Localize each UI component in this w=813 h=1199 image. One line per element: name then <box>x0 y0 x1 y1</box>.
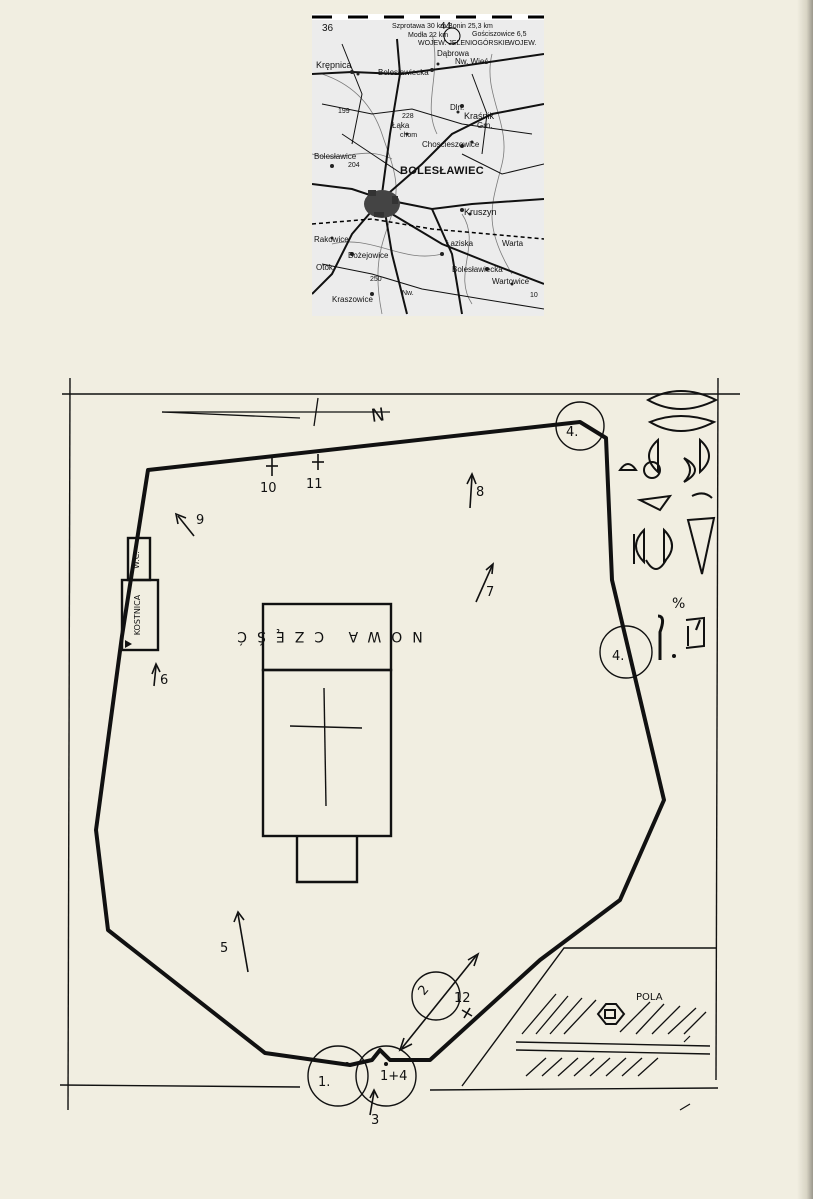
map-place-krasnik: Kraśnik <box>464 111 495 121</box>
page-edge-shadow <box>797 0 813 1199</box>
map-place-laka: Łąka <box>392 121 410 130</box>
label-10: 10 <box>260 481 277 496</box>
map-sheet-right: 44 <box>440 21 452 32</box>
grave-symbols <box>618 390 719 649</box>
map-place-grn: Grn. <box>477 121 493 130</box>
grave-symbol-post <box>657 614 665 660</box>
map-place-warta: Warta <box>502 239 524 248</box>
north-letter: N <box>370 404 386 427</box>
cemetery-site-plan: N NOWA CZĘŚĆ W.C. KOSTNICA <box>0 370 813 1160</box>
site-plan-drawing: N NOWA CZĘŚĆ W.C. KOSTNICA <box>59 377 740 1128</box>
circle-arrow-2 <box>411 971 461 1021</box>
map-elevation-250: 250 <box>370 276 382 283</box>
map-header-distances: Szprotawa 30 km Bonin 25,3 km <box>392 23 493 30</box>
grave-symbol-percent: % <box>672 596 685 612</box>
topographic-map-clipping: 36 Szprotawa 30 km Bonin 25,3 km 44 Modł… <box>312 14 544 316</box>
church-outline <box>261 602 393 884</box>
map-grid-10: 10 <box>530 292 538 299</box>
kostnica-label: KOSTNICA <box>133 594 142 635</box>
photo-view-arrows <box>151 472 494 1116</box>
map-place-choscieszowice: Choscieszowice <box>422 140 480 149</box>
frame-left-line <box>67 377 71 1111</box>
map-elevation-228: 228 <box>402 113 414 120</box>
label-6: 6 <box>160 673 168 688</box>
map-place-dln: Dln. <box>450 103 465 112</box>
kostnica-building <box>120 578 160 652</box>
label-circle-right: 4. <box>612 649 624 664</box>
map-place-boleslawice: Bolesławice <box>314 152 357 161</box>
wc-label: W.C. <box>132 551 141 569</box>
map-place-laziska: Łaziska <box>446 239 474 248</box>
outbuildings <box>120 536 160 652</box>
label-12: 12 <box>454 991 471 1006</box>
label-9: 9 <box>196 513 204 528</box>
map-place-kraszowice: Kraszowice <box>332 295 373 304</box>
circle-right <box>599 625 653 679</box>
kostnica-entrance-marker <box>125 640 132 648</box>
frame-right-line <box>715 377 719 1081</box>
cemetery-wall <box>94 420 666 1067</box>
circle-top-right <box>555 401 605 451</box>
label-8: 8 <box>476 485 484 500</box>
marker-circles <box>307 401 653 1107</box>
map-place-kruszyn: Kruszyn <box>464 207 497 217</box>
frame-bottom-line-right <box>429 1087 719 1091</box>
map-elevation-204: 204 <box>348 162 360 169</box>
map-linework <box>312 14 544 315</box>
label-2: 2 <box>416 983 433 999</box>
frame-bottom-line-left <box>59 1084 301 1088</box>
map-place-dabrowa: Dąbrowa <box>437 49 470 58</box>
field-shrine <box>596 1003 626 1025</box>
map-elevation-199: 199 <box>338 108 350 115</box>
label-7: 7 <box>486 585 494 600</box>
label-circle-top-right: 4. <box>566 425 578 440</box>
label-5: 5 <box>220 941 228 956</box>
label-11: 11 <box>306 477 323 492</box>
label-gate-1: 1. <box>318 1075 330 1090</box>
map-place-rakowice: Rakowice <box>314 235 349 244</box>
fields-label: POLA <box>636 992 663 1003</box>
map-place-nw-wies: Nw. Wieś <box>455 57 489 66</box>
label-3: 3 <box>371 1113 379 1128</box>
map-place-boleslawiecka-north: Bolesławiecka <box>378 68 429 77</box>
north-arrow <box>161 397 390 427</box>
circle-gate-left <box>307 1045 369 1107</box>
map-place-nw: Nw. <box>402 290 414 297</box>
map-place-wartowice: Wartowice <box>492 277 530 286</box>
map-header-wojew: WOJEW. <box>508 40 537 47</box>
fields-area <box>461 947 716 1087</box>
map-place-krepnica: Krępnica <box>316 60 352 70</box>
map-place-bozejowice: Bożejowice <box>348 251 389 260</box>
map-header-gosciszowice: Gościszowice 6,5 <box>472 31 527 38</box>
map-place-boleslawiecka-south: Bolesławiecka <box>452 265 503 274</box>
map-place-boleslawiec: BOLESŁAWIEC <box>400 165 484 177</box>
map-place-otok: Otok <box>316 263 333 272</box>
map-header-modla: Modła 22 km <box>408 32 449 39</box>
map-place-chom: chom <box>400 132 418 139</box>
map-sheet-left: 36 <box>322 23 334 34</box>
grave-crosses <box>266 454 324 476</box>
map-header-voivodeship: WOJEW. JELENIOGÓRSKIE <box>418 40 510 47</box>
circle-gate-right <box>355 1045 417 1107</box>
label-gate-1plus4: 1+4 <box>380 1069 407 1084</box>
church-new-part-label: NOWA CZĘŚĆ <box>227 628 422 646</box>
